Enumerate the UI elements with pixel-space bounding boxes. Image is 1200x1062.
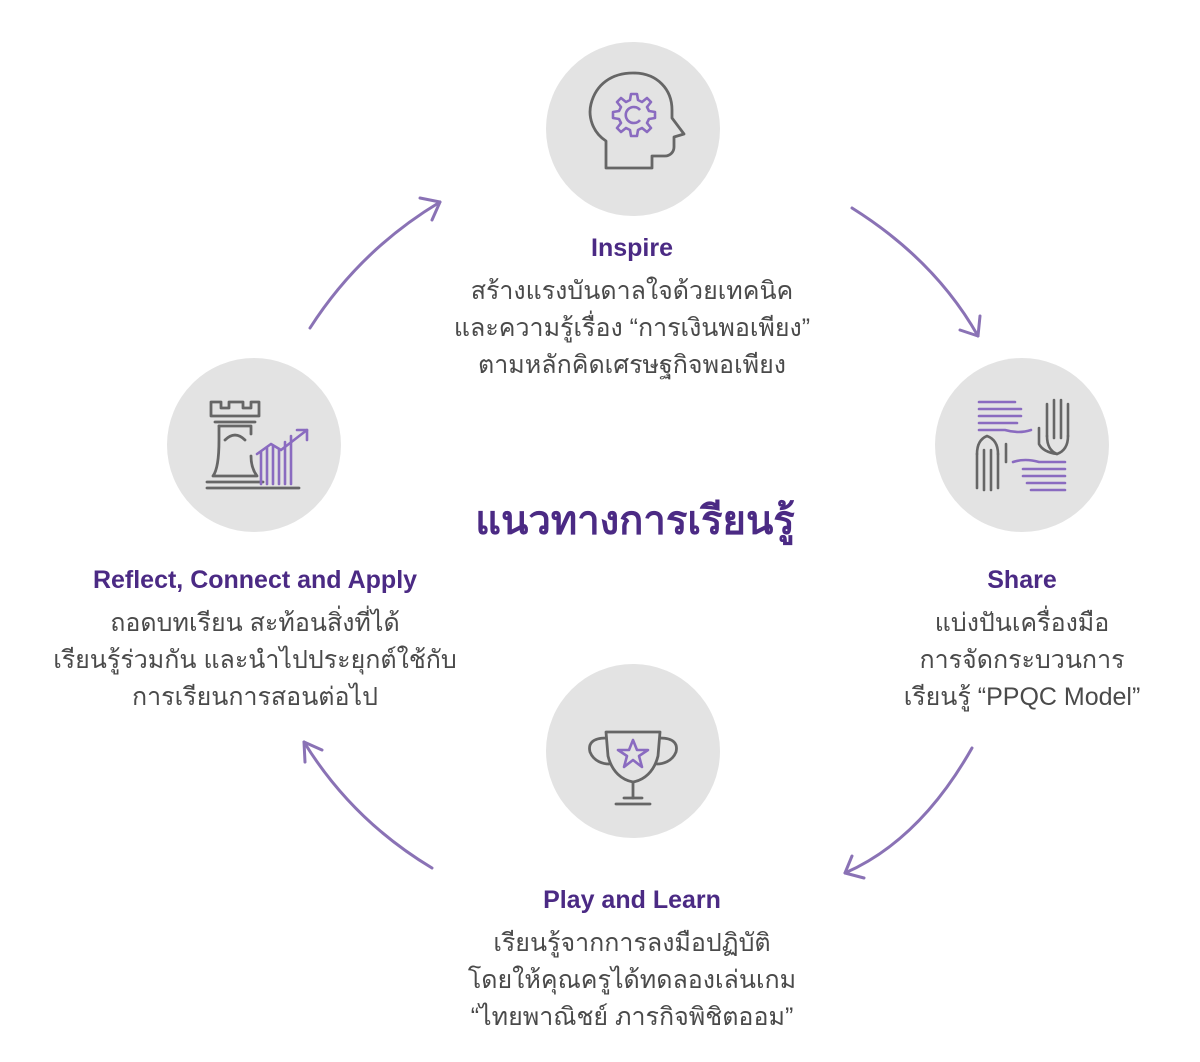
- stage-share: Share แบ่งปันเครื่องมือ การจัดกระบวนการ …: [872, 566, 1172, 716]
- stage-title: Inspire: [591, 234, 673, 262]
- arrow-share-to-play: [843, 746, 974, 875]
- description-line: ตามหลักคิดเศรษฐกิจพอเพียง: [478, 351, 786, 379]
- description-line: การเรียนการสอนต่อไป: [132, 683, 378, 711]
- stage-description: สร้างแรงบันดาลใจด้วยเทคนิค และความรู้เรื…: [382, 273, 882, 384]
- stage-play: Play and Learn เรียนรู้จากการลงมือปฏิบัต…: [382, 886, 882, 1036]
- chess-rook-growth-icon: [205, 400, 309, 490]
- center-title: แนวทางการเรียนรู้: [475, 499, 795, 543]
- arrow-inspire-to-share: [850, 206, 980, 338]
- description-line: เรียนรู้ร่วมกัน และนำไปประยุกต์ใช้กับ: [53, 646, 457, 674]
- description-line: เรียนรู้ “PPQC Model”: [903, 683, 1141, 711]
- hands-icon: [975, 398, 1070, 492]
- description-line: การจัดกระบวนการ: [919, 646, 1125, 674]
- arrowhead-inspire-to-share: [958, 314, 982, 338]
- head-gear-icon: [588, 71, 686, 170]
- stage-reflect: Reflect, Connect and Apply ถอดบทเรียน สะ…: [20, 566, 490, 716]
- arrowhead-share-to-play: [843, 854, 866, 880]
- description-line: ถอดบทเรียน สะท้อนสิ่งที่ได้: [110, 609, 400, 637]
- stage-inspire: Inspire สร้างแรงบันดาลใจด้วยเทคนิค และคว…: [382, 234, 882, 384]
- share-circle: [935, 358, 1109, 532]
- description-line: แบ่งปันเครื่องมือ: [934, 609, 1110, 637]
- description-line: สร้างแรงบันดาลใจด้วยเทคนิค: [470, 277, 794, 305]
- reflect-circle: [167, 358, 341, 532]
- trophy-icon: [588, 730, 678, 806]
- arrowhead-play-to-reflect: [302, 740, 324, 764]
- play-circle: [546, 664, 720, 838]
- stage-description: เรียนรู้จากการลงมือปฏิบัติ โดยให้คุณครูไ…: [382, 925, 882, 1036]
- inspire-circle: [546, 42, 720, 216]
- description-line: และความรู้เรื่อง “การเงินพอเพียง”: [453, 314, 811, 342]
- arrow-play-to-reflect: [302, 740, 434, 870]
- arrowhead-reflect-to-inspire: [418, 196, 442, 222]
- stage-description: แบ่งปันเครื่องมือ การจัดกระบวนการ เรียนร…: [872, 605, 1172, 716]
- description-line: เรียนรู้จากการลงมือปฏิบัติ: [493, 929, 771, 957]
- description-line: “ไทยพาณิชย์ ภารกิจพิชิตออม”: [470, 1003, 794, 1031]
- stage-title: Share: [987, 566, 1057, 594]
- arrow-reflect-to-inspire: [308, 200, 442, 330]
- stage-title: Play and Learn: [543, 886, 721, 914]
- description-line: โดยให้คุณครูได้ทดลองเล่นเกม: [467, 966, 797, 994]
- stage-description: ถอดบทเรียน สะท้อนสิ่งที่ได้ เรียนรู้ร่วม…: [20, 605, 490, 716]
- stage-title: Reflect, Connect and Apply: [92, 566, 418, 594]
